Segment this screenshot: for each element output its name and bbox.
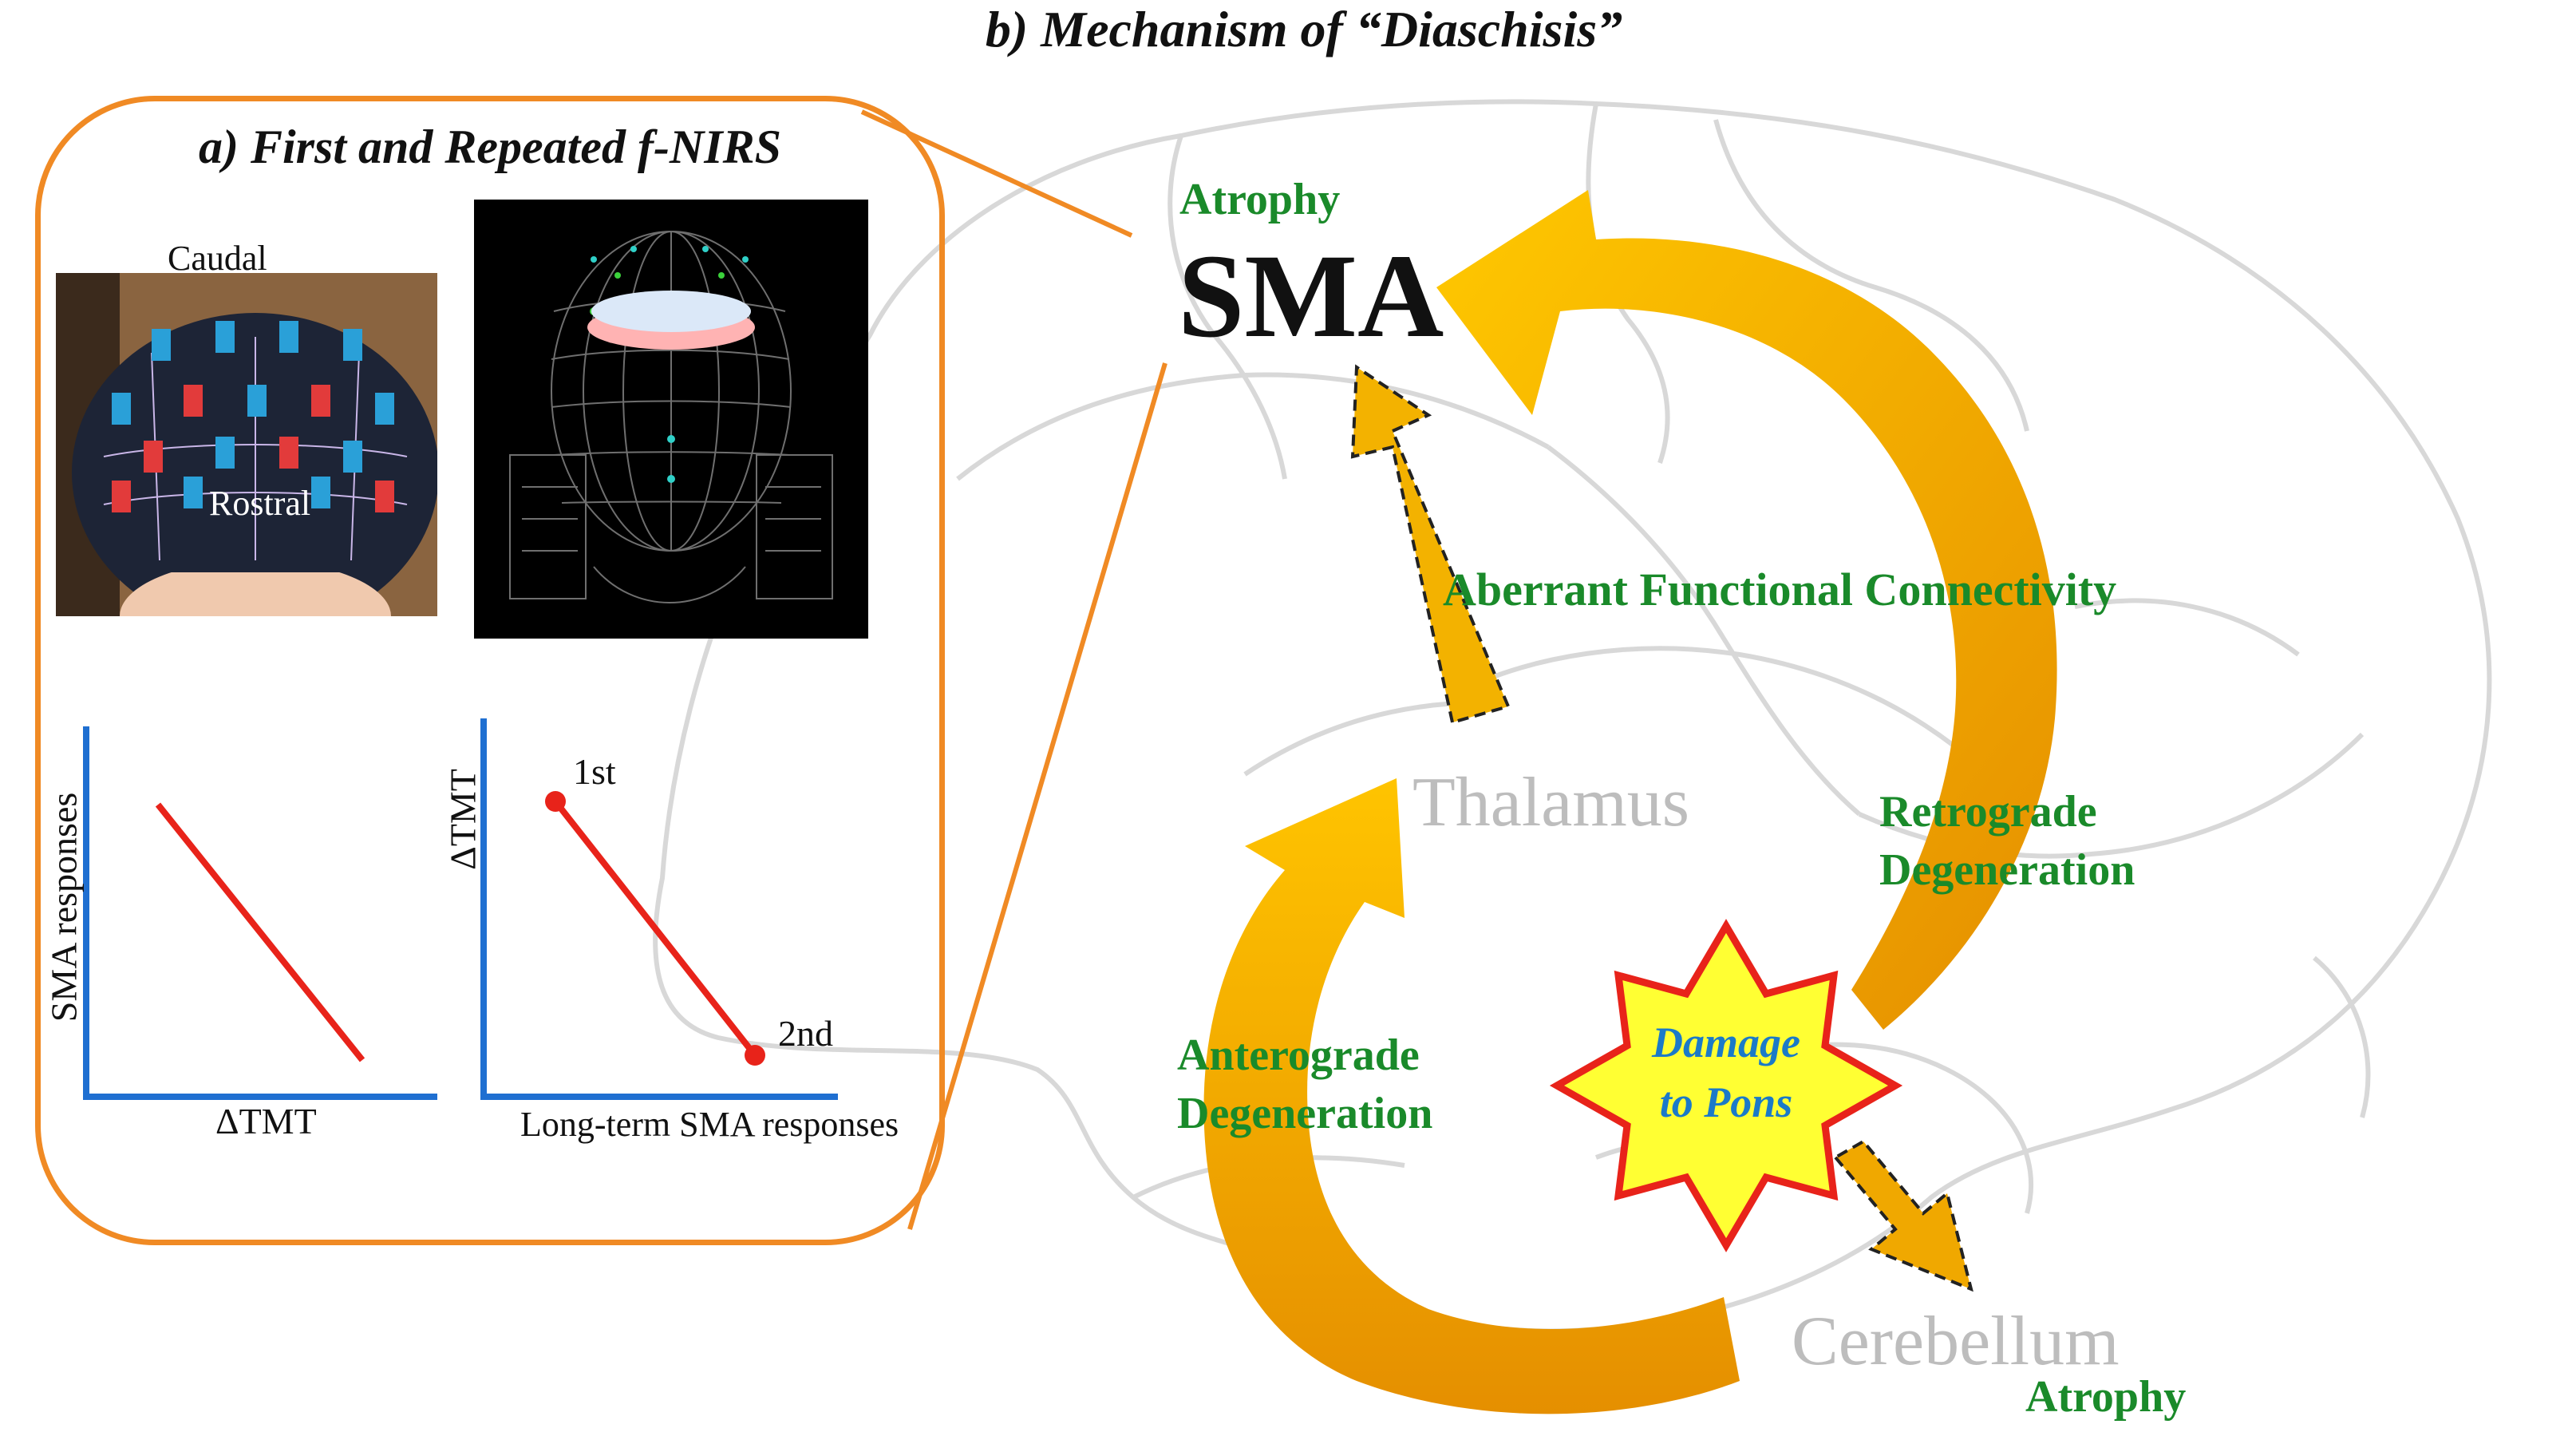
plot2-point2-label: 2nd bbox=[778, 1013, 833, 1054]
caudal-label: Caudal bbox=[168, 239, 267, 278]
plot2-point1-label: 1st bbox=[573, 751, 616, 792]
retrograde-arrow bbox=[1436, 190, 2057, 1030]
panel-a-frame bbox=[35, 96, 945, 1245]
plot2-point-2nd bbox=[745, 1045, 765, 1066]
plot2-trend-line bbox=[552, 799, 758, 1058]
plot2 bbox=[480, 718, 838, 1100]
pons-line1: Damage bbox=[1652, 1019, 1800, 1066]
anterograde-line2: Degeneration bbox=[1177, 1089, 1433, 1138]
sma-label: SMA bbox=[1178, 230, 1444, 362]
retrograde-line2: Degeneration bbox=[1879, 845, 2135, 895]
sma-atrophy-label: Atrophy bbox=[1179, 175, 1341, 224]
anterograde-line1: Anterograde bbox=[1177, 1031, 1420, 1080]
head-wireframe-drawing bbox=[509, 231, 833, 603]
nirs-cap-photo bbox=[56, 273, 437, 616]
cerebellum-atrophy-label: Atrophy bbox=[2025, 1372, 2187, 1422]
rostral-label: Rostral bbox=[209, 484, 311, 523]
anterograde-arrow bbox=[1203, 778, 1740, 1414]
cerebellum-label: Cerebellum bbox=[1792, 1303, 2120, 1380]
plot2-point-1st bbox=[545, 791, 566, 812]
nirs-cap-drawing bbox=[56, 273, 437, 616]
plot2-ylabel: ΔTMT bbox=[442, 769, 484, 870]
panel-b-title: b) Mechanism of “Diaschisis” bbox=[985, 1, 1623, 57]
cerebellum-arrow bbox=[1832, 1139, 1973, 1292]
panel-a-title: a) First and Repeated f-NIRS bbox=[198, 121, 782, 173]
aberrant-connectivity-label: Aberrant Functional Connectivity bbox=[1443, 564, 2117, 615]
aberrant-arrow bbox=[1350, 364, 1511, 725]
pons-line2: to Pons bbox=[1659, 1078, 1793, 1126]
retrograde-line1: Retrograde bbox=[1879, 787, 2097, 837]
plot1-ylabel: SMA responses bbox=[43, 792, 85, 1023]
pons-star bbox=[1549, 919, 1903, 1252]
plot1-trend-line bbox=[155, 802, 365, 1062]
head-wireframe-image bbox=[474, 200, 868, 639]
plot2-xlabel: Long-term SMA responses bbox=[520, 1105, 899, 1144]
thalamus-label: Thalamus bbox=[1412, 764, 1690, 841]
plot1 bbox=[83, 726, 437, 1100]
plot1-xlabel: ΔTMT bbox=[215, 1101, 317, 1141]
